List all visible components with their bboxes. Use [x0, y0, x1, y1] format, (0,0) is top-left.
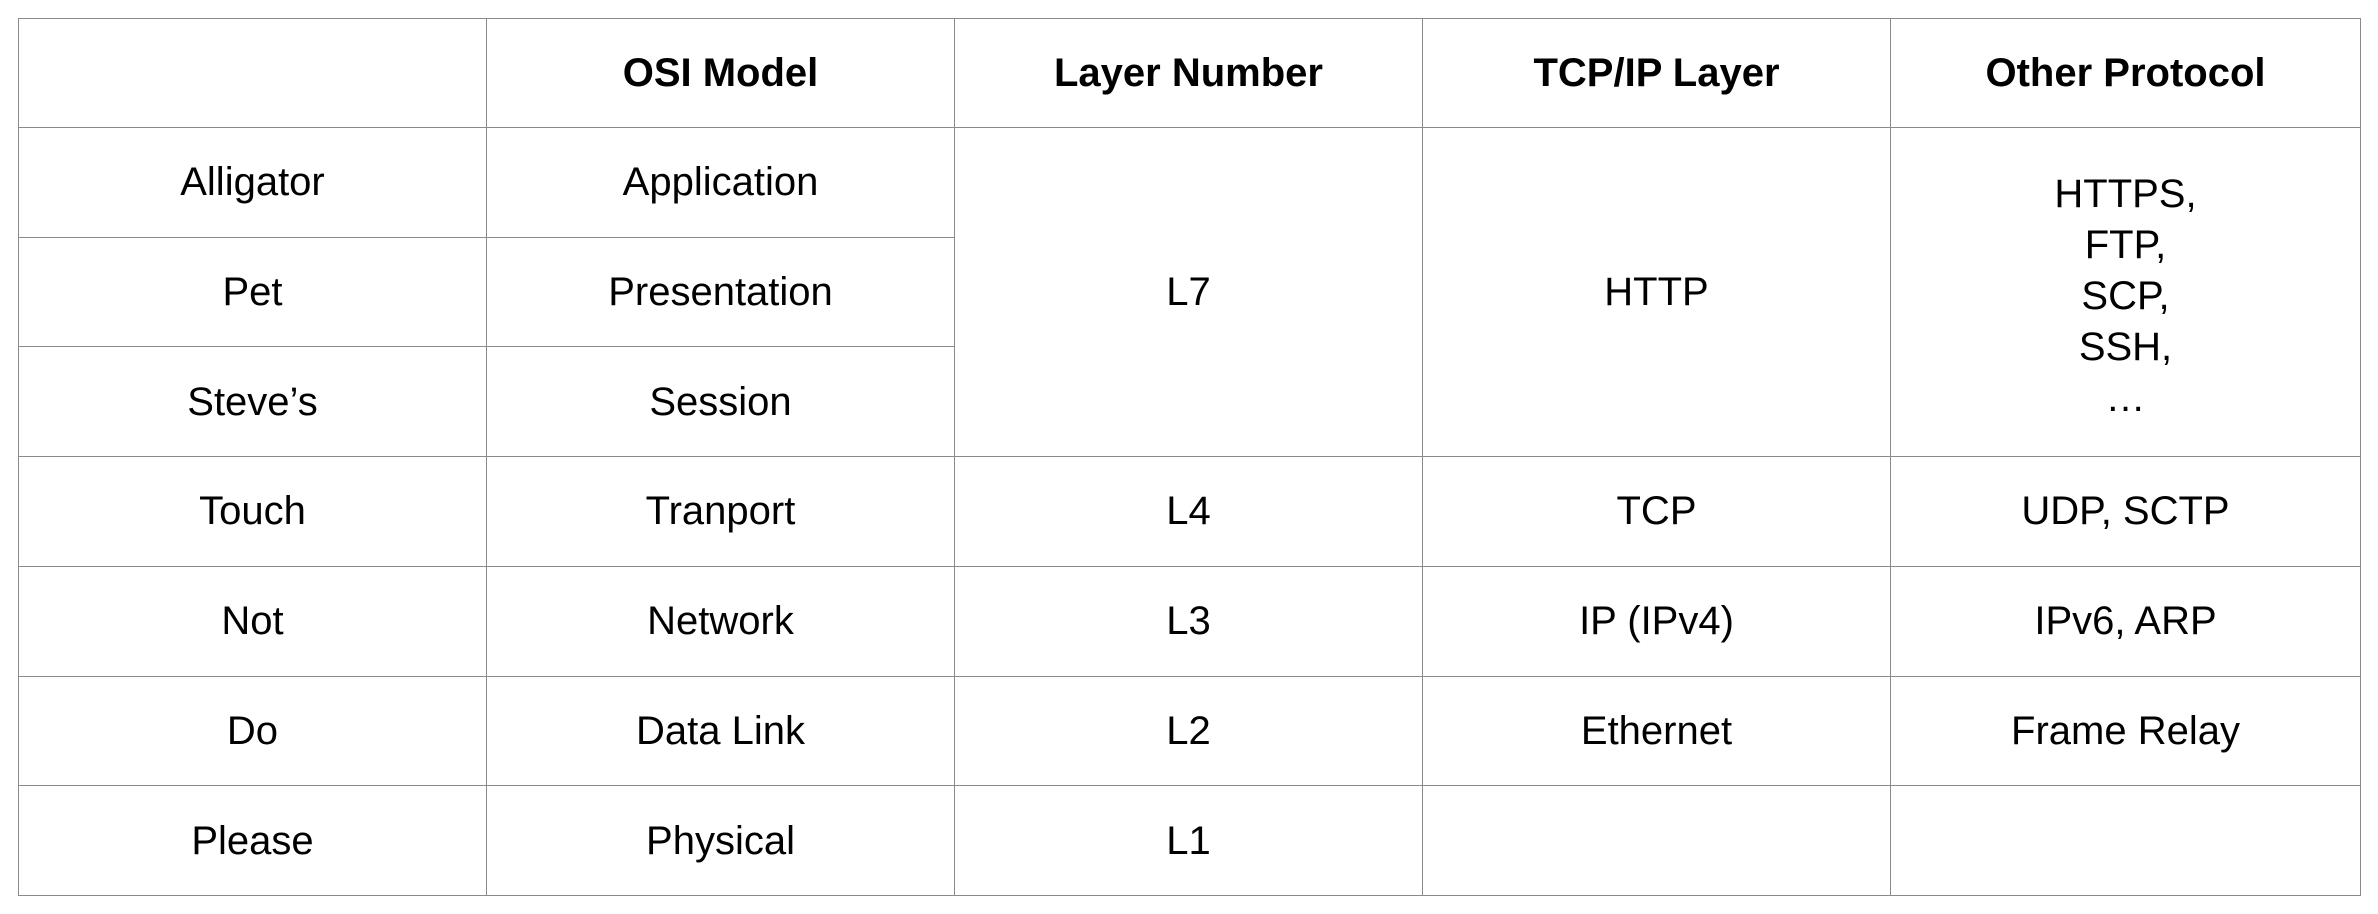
layer-number-cell-l2: L2 [954, 675, 1423, 787]
header-osi-model: OSI Model [486, 18, 955, 128]
other-protocol-cell-network: IPv6, ARP [1890, 565, 2361, 677]
other-protocol-line: … [2105, 375, 2146, 420]
osi-table-container: OSI Model Layer Number TCP/IP Layer Othe… [18, 18, 2361, 896]
mnemonic-cell: Touch [18, 456, 487, 567]
mnemonic-cell: Pet [18, 236, 487, 348]
tcpip-cell-tcp: TCP [1422, 456, 1891, 567]
header-layer-number: Layer Number [954, 18, 1423, 128]
osi-cell: Physical [486, 785, 955, 896]
layer-number-cell-l1: L1 [954, 785, 1423, 896]
tcpip-cell-ip: IP (IPv4) [1422, 565, 1891, 677]
tcpip-cell-http: HTTP [1422, 126, 1891, 458]
osi-cell: Presentation [486, 236, 955, 348]
other-protocol-cell-physical [1890, 785, 2361, 896]
tcpip-cell-ethernet: Ethernet [1422, 675, 1891, 787]
osi-cell: Session [486, 346, 955, 458]
table-row-application: Alligator Application L7 HTTP HTTPS, FTP… [18, 126, 2361, 458]
osi-cell: Data Link [486, 675, 955, 787]
other-protocol-line: FTP, [2084, 222, 2167, 267]
table-row-network: Not Network L3 IP (IPv4) IPv6, ARP [18, 565, 2361, 677]
osi-cell: Network [486, 565, 955, 677]
osi-tcpip-table: OSI Model Layer Number TCP/IP Layer Othe… [18, 18, 2361, 896]
other-protocol-line: HTTPS, [2054, 171, 2197, 216]
layer-number-cell-l3: L3 [954, 565, 1423, 677]
other-protocol-line: SSH, [2078, 324, 2173, 369]
mnemonic-cell: Not [18, 565, 487, 677]
table-row-transport: Touch Tranport L4 TCP UDP, SCTP [18, 456, 2361, 567]
other-protocol-cell-datalink: Frame Relay [1890, 675, 2361, 787]
mnemonic-cell: Alligator [18, 127, 487, 238]
header-tcpip-layer: TCP/IP Layer [1422, 18, 1891, 128]
header-other-protocol: Other Protocol [1890, 18, 2361, 128]
other-protocol-cell-application: HTTPS, FTP, SCP, SSH, … [1890, 126, 2361, 458]
table-row-presentation: Pet Presentation [18, 236, 2361, 348]
header-row: OSI Model Layer Number TCP/IP Layer Othe… [18, 18, 2361, 128]
header-mnemonic [18, 18, 487, 128]
table-row-physical: Please Physical L1 [18, 785, 2361, 896]
other-protocol-cell-transport: UDP, SCTP [1890, 456, 2361, 567]
osi-cell: Tranport [486, 456, 955, 567]
other-protocol-line: SCP, [2081, 273, 2170, 318]
tcpip-cell-physical [1422, 785, 1891, 896]
layer-number-cell-l4: L4 [954, 456, 1423, 567]
mnemonic-cell: Steve’s [18, 346, 487, 458]
osi-cell: Application [486, 127, 955, 238]
mnemonic-cell: Please [18, 785, 487, 896]
mnemonic-cell: Do [18, 675, 487, 787]
table-row-datalink: Do Data Link L2 Ethernet Frame Relay [18, 675, 2361, 787]
layer-number-cell-l7: L7 [954, 126, 1423, 458]
